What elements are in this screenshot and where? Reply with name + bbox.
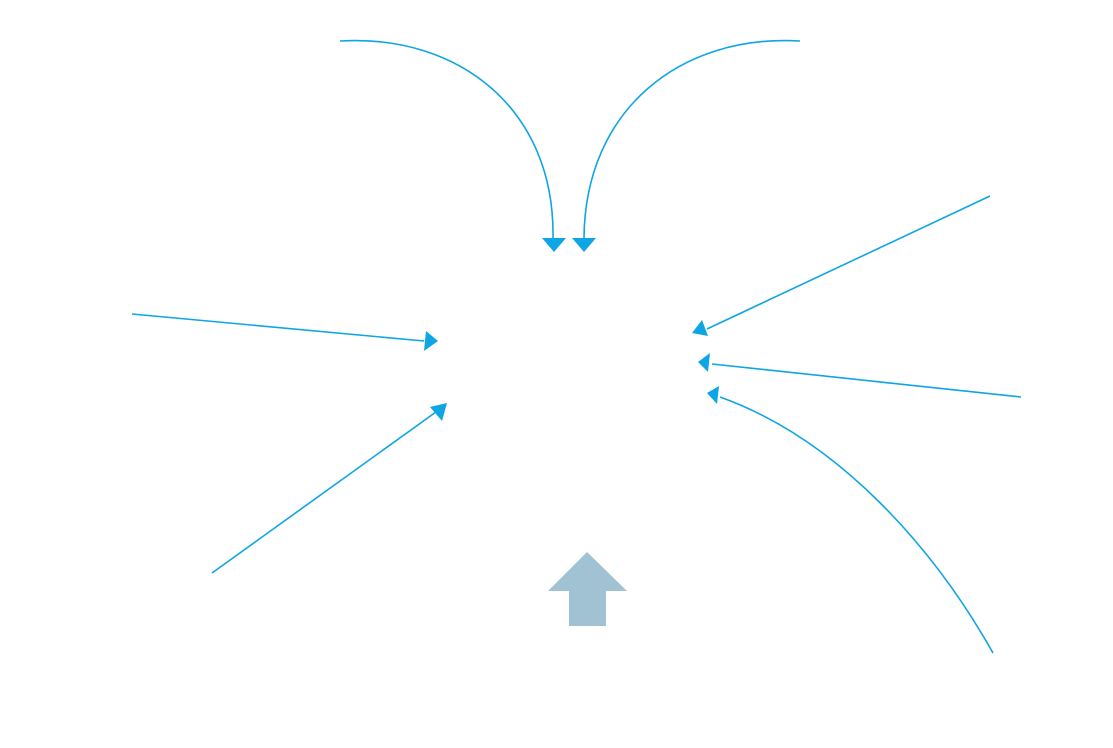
curved-arrow-top-right-head <box>572 238 596 252</box>
curved-arrow-top-left-head <box>542 238 566 252</box>
curved-arrow-top-left-line <box>339 39 554 239</box>
curved-arrow-top-right-line <box>583 39 801 239</box>
connector-group <box>131 39 1022 654</box>
arrow-upper-right <box>692 195 991 336</box>
curved-arrow-lower-right <box>707 386 994 654</box>
arrow-upper-right-line <box>706 195 991 330</box>
arrow-lower-left-head <box>430 403 447 421</box>
arrow-upper-right-head <box>692 320 708 336</box>
arrow-right-head <box>698 353 710 372</box>
arrow-left-line <box>131 313 425 342</box>
curved-arrow-lower-right-head <box>707 386 719 404</box>
block-arrow-group <box>548 552 627 626</box>
arrow-lower-left <box>211 403 447 574</box>
arrow-right <box>698 353 1022 398</box>
curved-arrow-top-left <box>339 39 566 252</box>
arrow-right-line <box>711 363 1022 398</box>
arrow-left <box>131 313 438 351</box>
curved-arrow-top-right <box>572 39 801 252</box>
curved-arrow-lower-right-line <box>719 396 994 654</box>
arrow-left-head <box>424 331 438 351</box>
arrow-lower-left-line <box>211 411 437 574</box>
arrow-up-icon <box>548 552 627 626</box>
